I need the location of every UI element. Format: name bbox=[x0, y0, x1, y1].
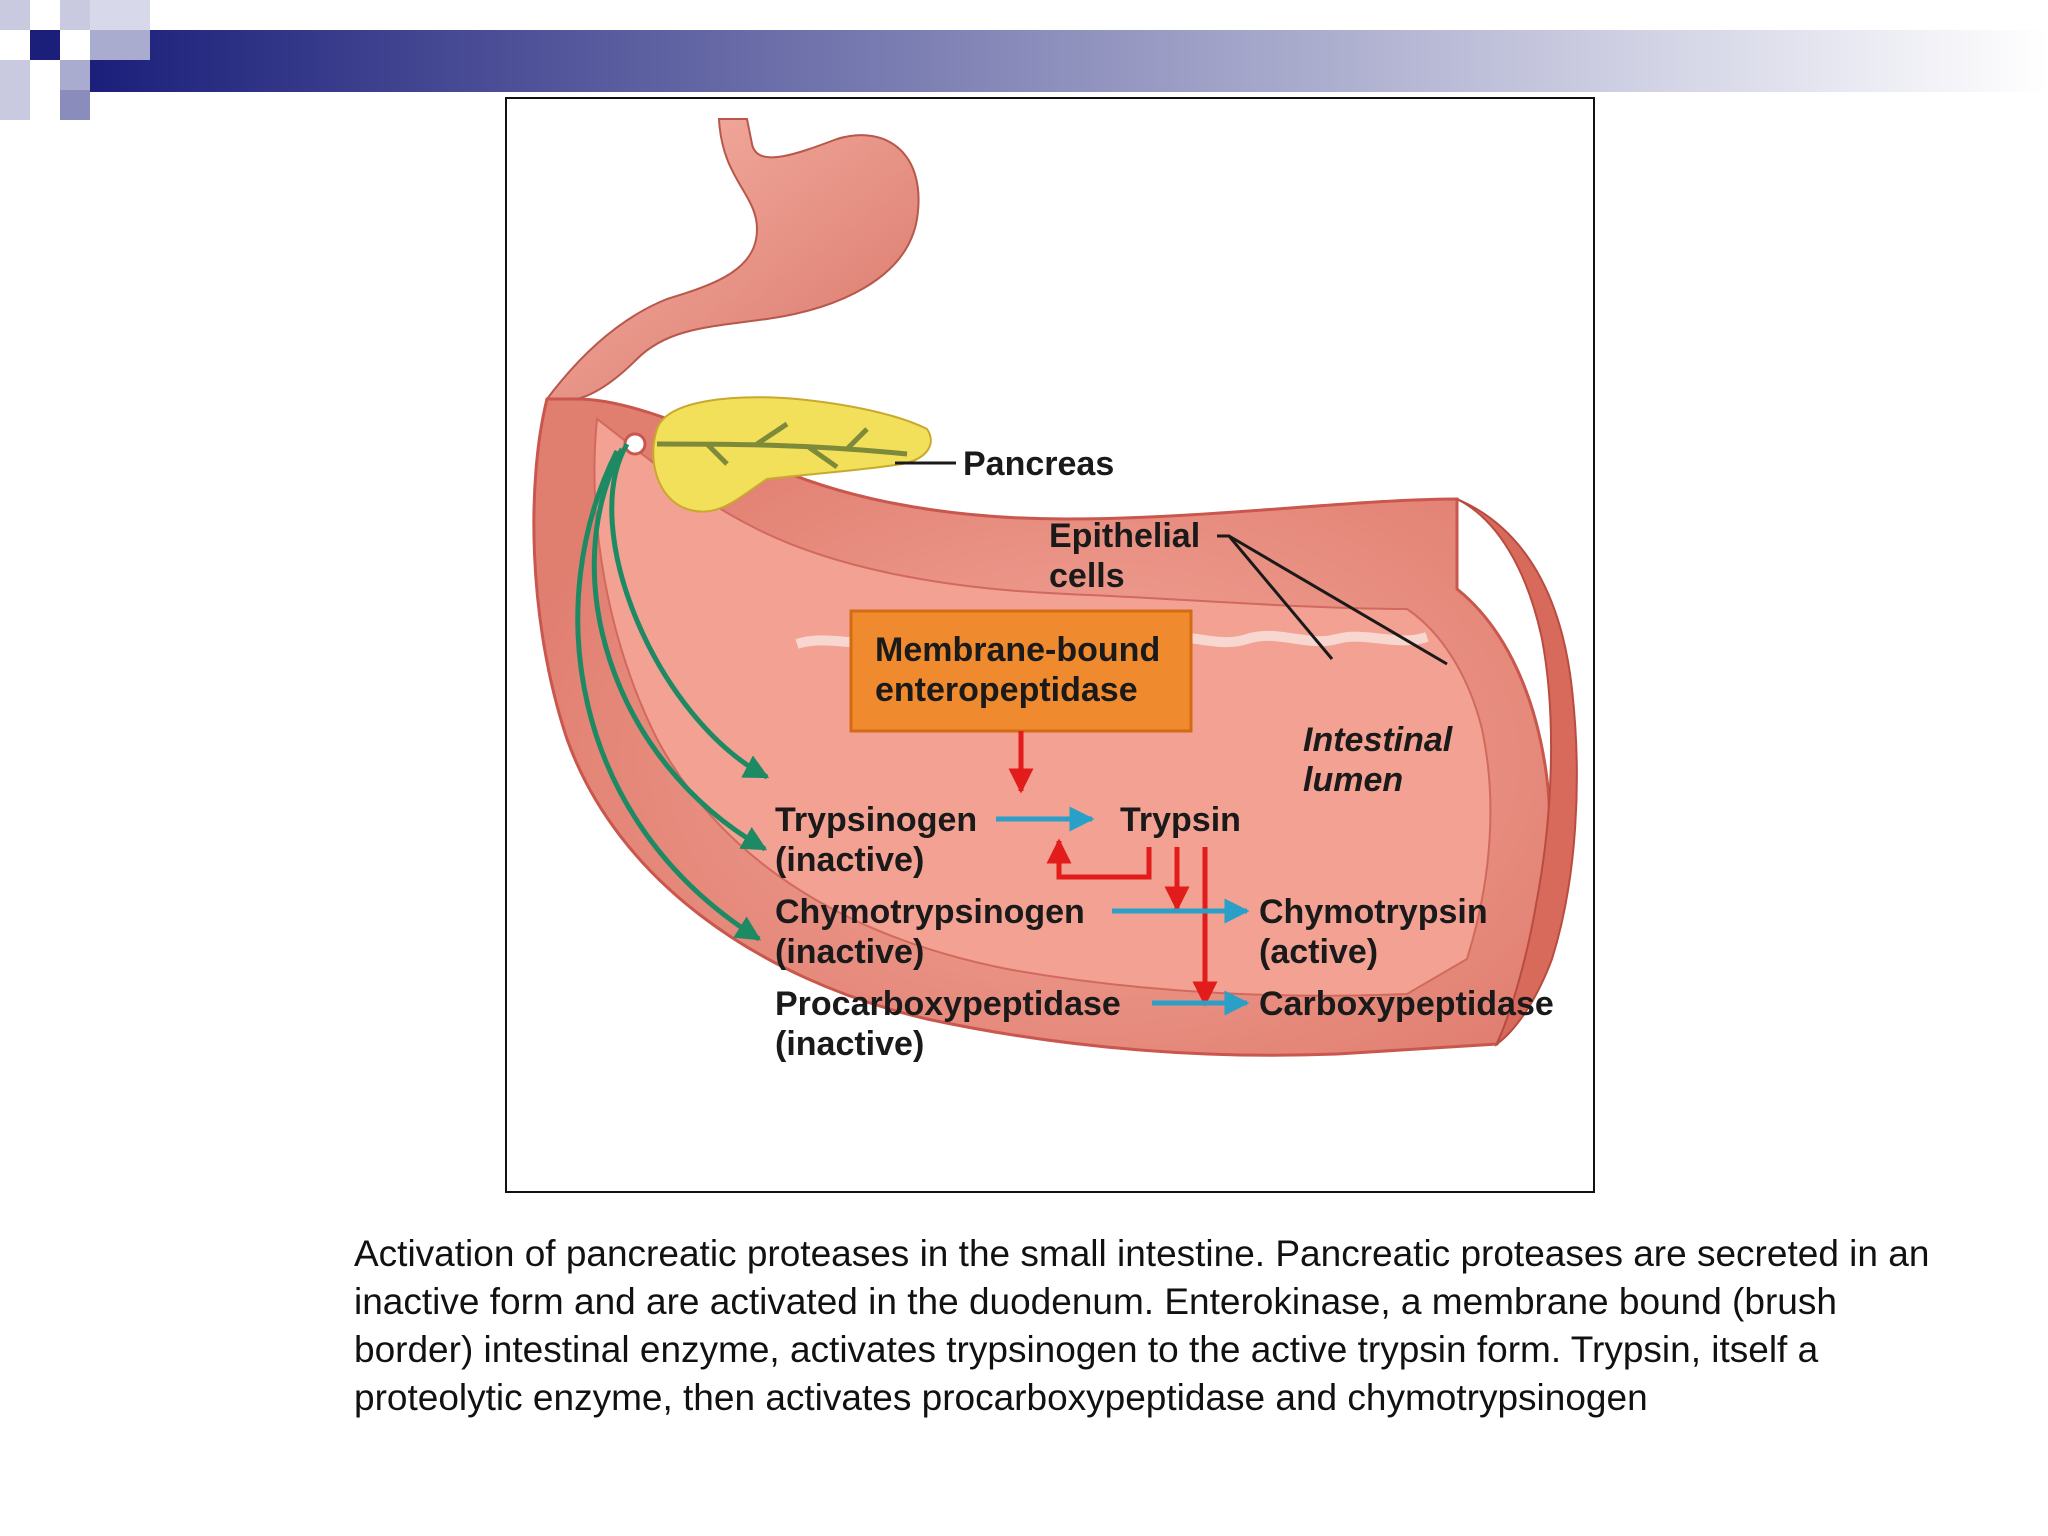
intestine-cut-face bbox=[1456, 498, 1578, 1048]
label-lumen-line2: lumen bbox=[1303, 761, 1403, 799]
label-carboxypeptidase: Carboxypeptidase bbox=[1259, 985, 1554, 1023]
header-square-7 bbox=[60, 60, 90, 90]
header-square-3 bbox=[60, 0, 90, 30]
secretion-arrow-chymotrypsinogen bbox=[591, 447, 768, 852]
label-chymotrypsinogen: Chymotrypsinogen bbox=[775, 893, 1085, 931]
figure-frame: Pancreas Epithelial cells Membrane-bound… bbox=[505, 97, 1595, 1193]
header-square-5 bbox=[90, 30, 150, 60]
figure-caption: Activation of pancreatic proteases in th… bbox=[354, 1233, 1930, 1418]
secretion-arrow-trypsinogen bbox=[609, 442, 770, 780]
secretion-arrow-procarboxypeptidase bbox=[575, 449, 762, 942]
label-epithelial-cells: cells bbox=[1049, 557, 1125, 595]
label-chymotrypsin: Chymotrypsin bbox=[1259, 893, 1488, 931]
header-square-8 bbox=[60, 90, 90, 120]
label-trypsinogen: Trypsinogen bbox=[775, 801, 977, 839]
label-procarboxypeptidase-state: (inactive) bbox=[775, 1025, 924, 1063]
label-enzyme-line1: Membrane-bound bbox=[875, 631, 1160, 669]
pancreatic-duct bbox=[656, 421, 908, 470]
trypsin-autoactivation-arrow bbox=[1046, 838, 1152, 880]
label-procarboxypeptidase: Procarboxypeptidase bbox=[775, 985, 1121, 1023]
header-square-2 bbox=[30, 30, 60, 60]
header-square-6 bbox=[0, 60, 30, 120]
label-pancreas: Pancreas bbox=[963, 445, 1114, 483]
label-lumen-line1: Intestinal bbox=[1303, 721, 1454, 759]
header-square-4 bbox=[90, 0, 150, 30]
slide-header-decoration bbox=[0, 0, 2048, 120]
label-epithelial: Epithelial bbox=[1049, 517, 1200, 555]
label-trypsin: Trypsin bbox=[1120, 801, 1241, 839]
label-enzyme-line2: enteropeptidase bbox=[875, 671, 1138, 709]
label-trypsinogen-state: (inactive) bbox=[775, 841, 924, 879]
duct-opening bbox=[623, 432, 647, 456]
label-chymotrypsinogen-state: (inactive) bbox=[775, 933, 924, 971]
header-square-1 bbox=[0, 0, 30, 30]
label-chymotrypsin-state: (active) bbox=[1259, 933, 1378, 971]
header-gradient-band bbox=[90, 30, 2048, 92]
protease-activation-diagram: Pancreas Epithelial cells Membrane-bound… bbox=[532, 118, 1578, 1063]
stomach bbox=[544, 118, 920, 400]
epithelial-leader-2 bbox=[1228, 534, 1448, 666]
